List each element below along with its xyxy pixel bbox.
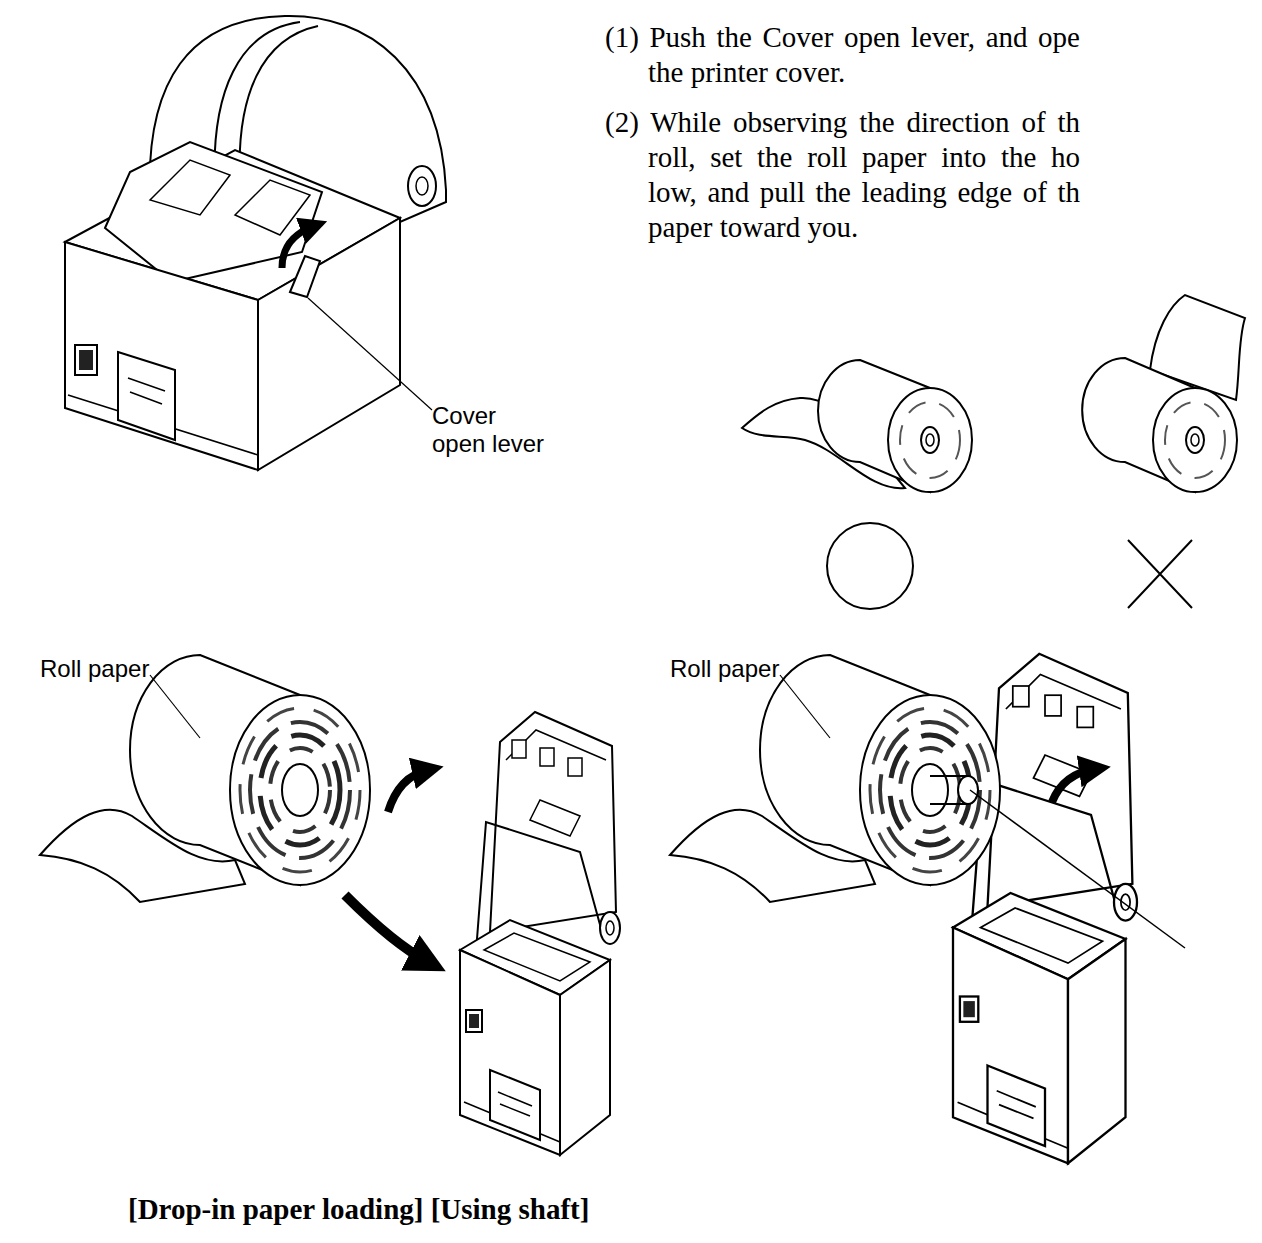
shaft-illustration [670, 654, 1185, 1163]
printer-illustration [128, 378, 165, 404]
printer-illustration [308, 298, 432, 410]
roll-correct-symbol [900, 402, 960, 478]
drop-in-illustration [150, 675, 200, 738]
printer-illustration [105, 142, 322, 282]
shaft-illustration [958, 776, 978, 804]
drop-in-illustration [40, 655, 370, 902]
roll-correct-symbol [926, 434, 934, 446]
step-instruction: (1) Push the Cover open lever, and ope t… [605, 20, 1080, 90]
shaft-illustration [670, 655, 1000, 902]
roll-wrong-symbol [1082, 295, 1245, 608]
part-label: Roll paper [40, 655, 149, 683]
part-label: Cover open lever [432, 402, 550, 458]
roll-correct-symbol [921, 427, 939, 453]
shaft-illustration [780, 675, 830, 738]
roll-wrong-symbol [1153, 388, 1237, 492]
printer-illustration [258, 218, 400, 470]
drop-in-illustration [40, 655, 620, 1155]
printer-illustration [416, 177, 428, 195]
printer-illustration [118, 352, 175, 440]
printer-illustration [235, 180, 310, 235]
shaft-illustration [1052, 769, 1095, 802]
part-label: Roll paper [670, 655, 779, 683]
printer-illustration [290, 256, 320, 297]
figure-caption: [Drop-in paper loading] [Using shaft] [128, 1193, 589, 1226]
roll-correct-symbol [742, 360, 972, 609]
printer-illustration [408, 166, 436, 206]
drop-in-illustration [345, 895, 428, 962]
roll-wrong-symbol [1186, 427, 1204, 453]
printer-illustration [150, 160, 230, 215]
printer-illustration [65, 242, 258, 470]
printer-illustration [75, 345, 97, 375]
drop-in-illustration [388, 770, 428, 812]
shaft-illustration [970, 790, 1185, 948]
roll-correct-symbol [827, 523, 913, 609]
printer-illustration [79, 350, 93, 370]
printer-illustration [282, 226, 314, 268]
roll-wrong-symbol [1128, 540, 1192, 608]
step-instruction: (2) While observing the direction of th … [605, 105, 1080, 245]
printer-illustration [65, 16, 446, 470]
drop-in-illustration [460, 712, 620, 1155]
roll-wrong-symbol [1165, 402, 1225, 478]
roll-correct-symbol [888, 388, 972, 492]
roll-wrong-symbol [1191, 434, 1199, 446]
